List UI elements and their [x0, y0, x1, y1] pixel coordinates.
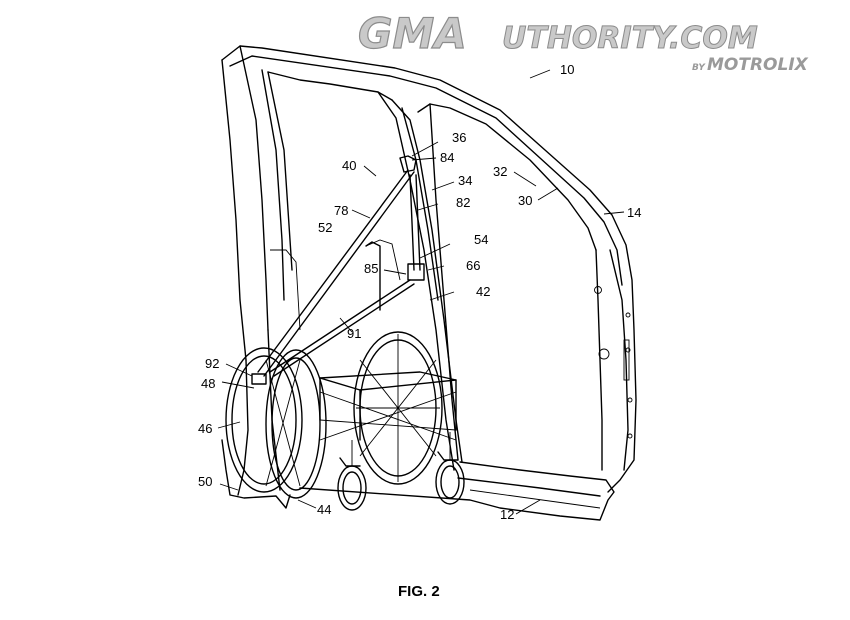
ref-92: 92 — [205, 356, 219, 371]
ref-48: 48 — [201, 376, 215, 391]
watermark-by: BY — [692, 63, 706, 73]
ref-91: 91 — [347, 326, 361, 341]
ref-40: 40 — [342, 158, 356, 173]
ref-44: 44 — [317, 502, 331, 517]
ref-84: 84 — [440, 150, 454, 165]
ref-46: 46 — [198, 421, 212, 436]
ref-52: 52 — [318, 220, 332, 235]
gm-authority-watermark: GMA uthority.com BY MOTROLIX — [357, 8, 809, 75]
ref-50: 50 — [198, 474, 212, 489]
ref-32: 32 — [493, 164, 507, 179]
figure-caption: FIG. 2 — [398, 583, 440, 600]
ref-85: 85 — [364, 261, 378, 276]
ref-66: 66 — [466, 258, 480, 273]
leader-lines — [217, 69, 625, 515]
ref-36: 36 — [452, 130, 466, 145]
watermark-partner: MOTROLIX — [707, 55, 809, 75]
ref-30: 30 — [518, 193, 532, 208]
watermark-brand-main: GMA — [358, 9, 467, 58]
ref-10: 10 — [560, 62, 574, 77]
reference-numerals: 10 14 30 32 34 36 40 84 78 82 52 54 85 6… — [198, 62, 641, 522]
watermark-brand-rest: uthority.com — [502, 21, 758, 56]
ref-14: 14 — [627, 205, 641, 220]
ref-82: 82 — [456, 195, 470, 210]
ref-42: 42 — [476, 284, 490, 299]
tether-strap-system — [251, 155, 425, 385]
ref-54: 54 — [474, 232, 488, 247]
ref-12: 12 — [500, 507, 514, 522]
ref-34: 34 — [458, 173, 472, 188]
ref-78: 78 — [334, 203, 348, 218]
wheelchair — [225, 241, 465, 511]
